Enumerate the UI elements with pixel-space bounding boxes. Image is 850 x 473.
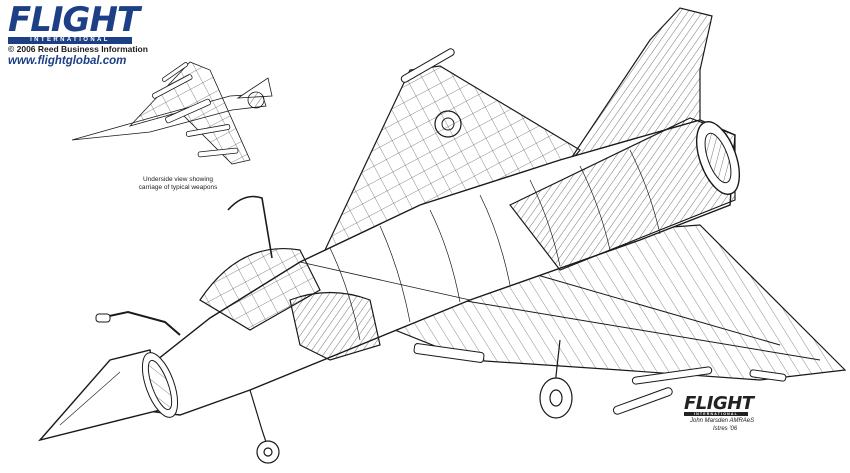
- cockpit: [199, 248, 321, 331]
- logo-wordmark: FLIGHT: [8, 0, 140, 40]
- wing-fence-missile: [400, 48, 455, 83]
- inset-weapons: [151, 62, 239, 158]
- underwing-missile: [631, 366, 713, 385]
- wingtip-missile: [612, 387, 673, 415]
- air-intake: [289, 291, 381, 361]
- flight-international-logo: FLIGHT INTERNATIONAL: [8, 0, 148, 44]
- signature-logo: FLIGHT INTERNATIONAL: [684, 393, 784, 416]
- copyright-notice: © 2006 Reed Business Information: [8, 44, 148, 54]
- inset-caption-line2: carriage of typical weapons: [138, 184, 218, 191]
- inset-nozzle: [247, 91, 265, 109]
- underwing-pylons: [413, 343, 787, 382]
- inset-caption-line1: Underside view showing: [142, 176, 214, 183]
- inset-underside-view: [71, 61, 273, 165]
- inset-caption: Underside view showing carriage of typic…: [118, 176, 238, 192]
- website-link[interactable]: www.flightglobal.com: [8, 55, 127, 67]
- nose-cone: [38, 349, 161, 442]
- signature-wordmark: FLIGHT: [684, 393, 754, 414]
- radar-dish: [141, 352, 179, 418]
- nose-landing-gear: [249, 389, 280, 464]
- refuelling-probe: [99, 310, 181, 336]
- signature-subtext: INTERNATIONAL: [684, 412, 748, 416]
- logo-subtext: INTERNATIONAL: [8, 37, 132, 44]
- roundel: [434, 110, 462, 138]
- canopy-frame: [227, 195, 273, 259]
- main-landing-gear: [539, 339, 573, 419]
- artist-credit: John Marsden AMRAeS: [690, 418, 755, 424]
- artist-location: Istres '06: [713, 426, 738, 432]
